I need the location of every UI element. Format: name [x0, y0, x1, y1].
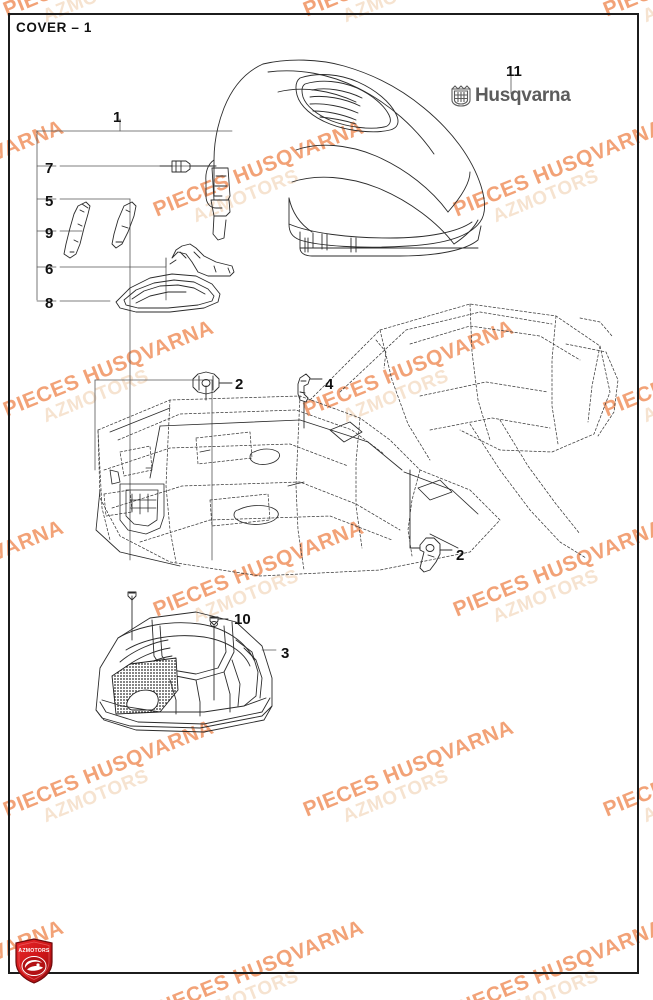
shield-label: AZMOTORS	[18, 948, 50, 954]
callout-number-rear-cover[interactable]: 3	[281, 645, 290, 662]
callout-number-rubber-mount-lower[interactable]: 2	[456, 547, 465, 564]
callout-number-rubber-mount-upper[interactable]: 2	[235, 376, 244, 393]
callout-number-cable-rod[interactable]: 7	[45, 160, 54, 177]
callout-number-hood-assembly[interactable]: 1	[113, 109, 122, 126]
callout-number-support-plate[interactable]: 6	[45, 261, 54, 278]
callout-number-right-bracket[interactable]: 9	[45, 225, 54, 242]
callout-number-screw[interactable]: 10	[234, 611, 251, 628]
watermark-line-2: AZMOTORS	[640, 0, 653, 28]
callout-number-left-bracket[interactable]: 5	[45, 193, 54, 210]
azmotors-shield-logo: AZMOTORS	[15, 938, 53, 984]
callout-number-decal-husqvarna[interactable]: 11	[506, 63, 522, 80]
husqvarna-crown-icon	[451, 85, 471, 107]
husqvarna-decal: Husqvarna	[450, 84, 571, 108]
watermark-line-2: AZMOTORS	[639, 365, 653, 428]
callout-number-side-trim[interactable]: 8	[45, 295, 54, 312]
watermark-line-2: AZMOTORS	[639, 765, 653, 828]
diagram-frame	[8, 13, 639, 974]
husqvarna-wordmark-text: Husqvarna	[475, 85, 571, 106]
callout-number-latch-catch[interactable]: 4	[325, 376, 334, 393]
page-title: COVER – 1	[16, 20, 92, 35]
